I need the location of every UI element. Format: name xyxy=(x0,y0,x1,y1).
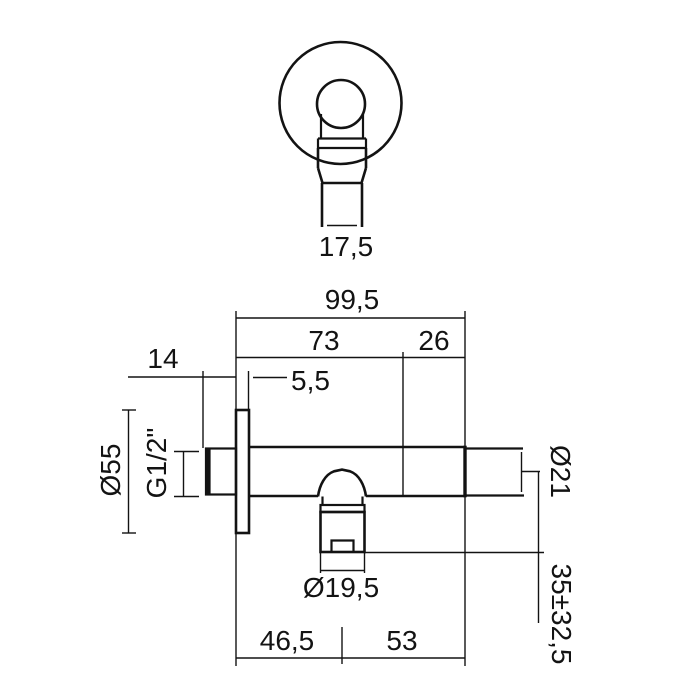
dim-thread-size: G1/2" xyxy=(141,428,199,499)
dim-label-flange-diameter: Ø55 xyxy=(95,444,126,497)
dim-label-end-section: 26 xyxy=(418,325,449,356)
side-view xyxy=(204,408,524,554)
dimension-annotations: 99,5 73 26 14 5,5 Ø55 xyxy=(95,284,577,666)
dim-plate-thickness: 5,5 xyxy=(253,365,330,396)
dim-offset-left: 46,5 xyxy=(236,625,342,659)
dim-tube-width: 17,5 xyxy=(319,224,374,262)
outlet-inner-circle xyxy=(315,78,367,130)
dim-overall-length: 99,5 xyxy=(236,284,465,319)
collar-left-chamfer xyxy=(316,167,324,184)
dim-label-outlet-diameter: Ø21 xyxy=(545,445,576,498)
flange-outer-circle xyxy=(278,40,403,166)
dim-outlet-diameter: Ø21 xyxy=(520,445,576,498)
dim-label-thread-size: G1/2" xyxy=(141,428,172,499)
dim-thread-length: 14 xyxy=(128,343,236,378)
dim-label-body-length: 73 xyxy=(308,325,339,356)
collar-right-chamfer xyxy=(360,167,368,184)
dim-flange-diameter: Ø55 xyxy=(95,409,136,534)
holder-dome xyxy=(316,468,368,497)
dim-holder-drop: 35±32,5 xyxy=(537,471,577,665)
holder-block xyxy=(319,510,366,554)
dim-end-section: 26 xyxy=(403,325,465,359)
front-view: 17,5 xyxy=(278,40,403,262)
dim-label-offset-right: 53 xyxy=(386,625,417,656)
dim-label-holder-drop: 35±32,5 xyxy=(546,563,577,664)
dim-label-offset-left: 46,5 xyxy=(260,625,315,656)
dim-label-overall-length: 99,5 xyxy=(325,284,380,315)
dim-body-length: 73 xyxy=(236,325,403,359)
wall-flange-plate xyxy=(234,408,251,535)
holder-opening-notch xyxy=(330,539,355,552)
dim-label-thread-length: 14 xyxy=(147,343,178,374)
dim-offset-right: 53 xyxy=(342,625,465,659)
dim-label-tube-width: 17,5 xyxy=(319,231,374,262)
dim-holder-diameter: Ø19,5 xyxy=(303,569,379,603)
dim-label-plate-thickness: 5,5 xyxy=(291,365,330,396)
dim-label-holder-diameter: Ø19,5 xyxy=(303,572,379,603)
